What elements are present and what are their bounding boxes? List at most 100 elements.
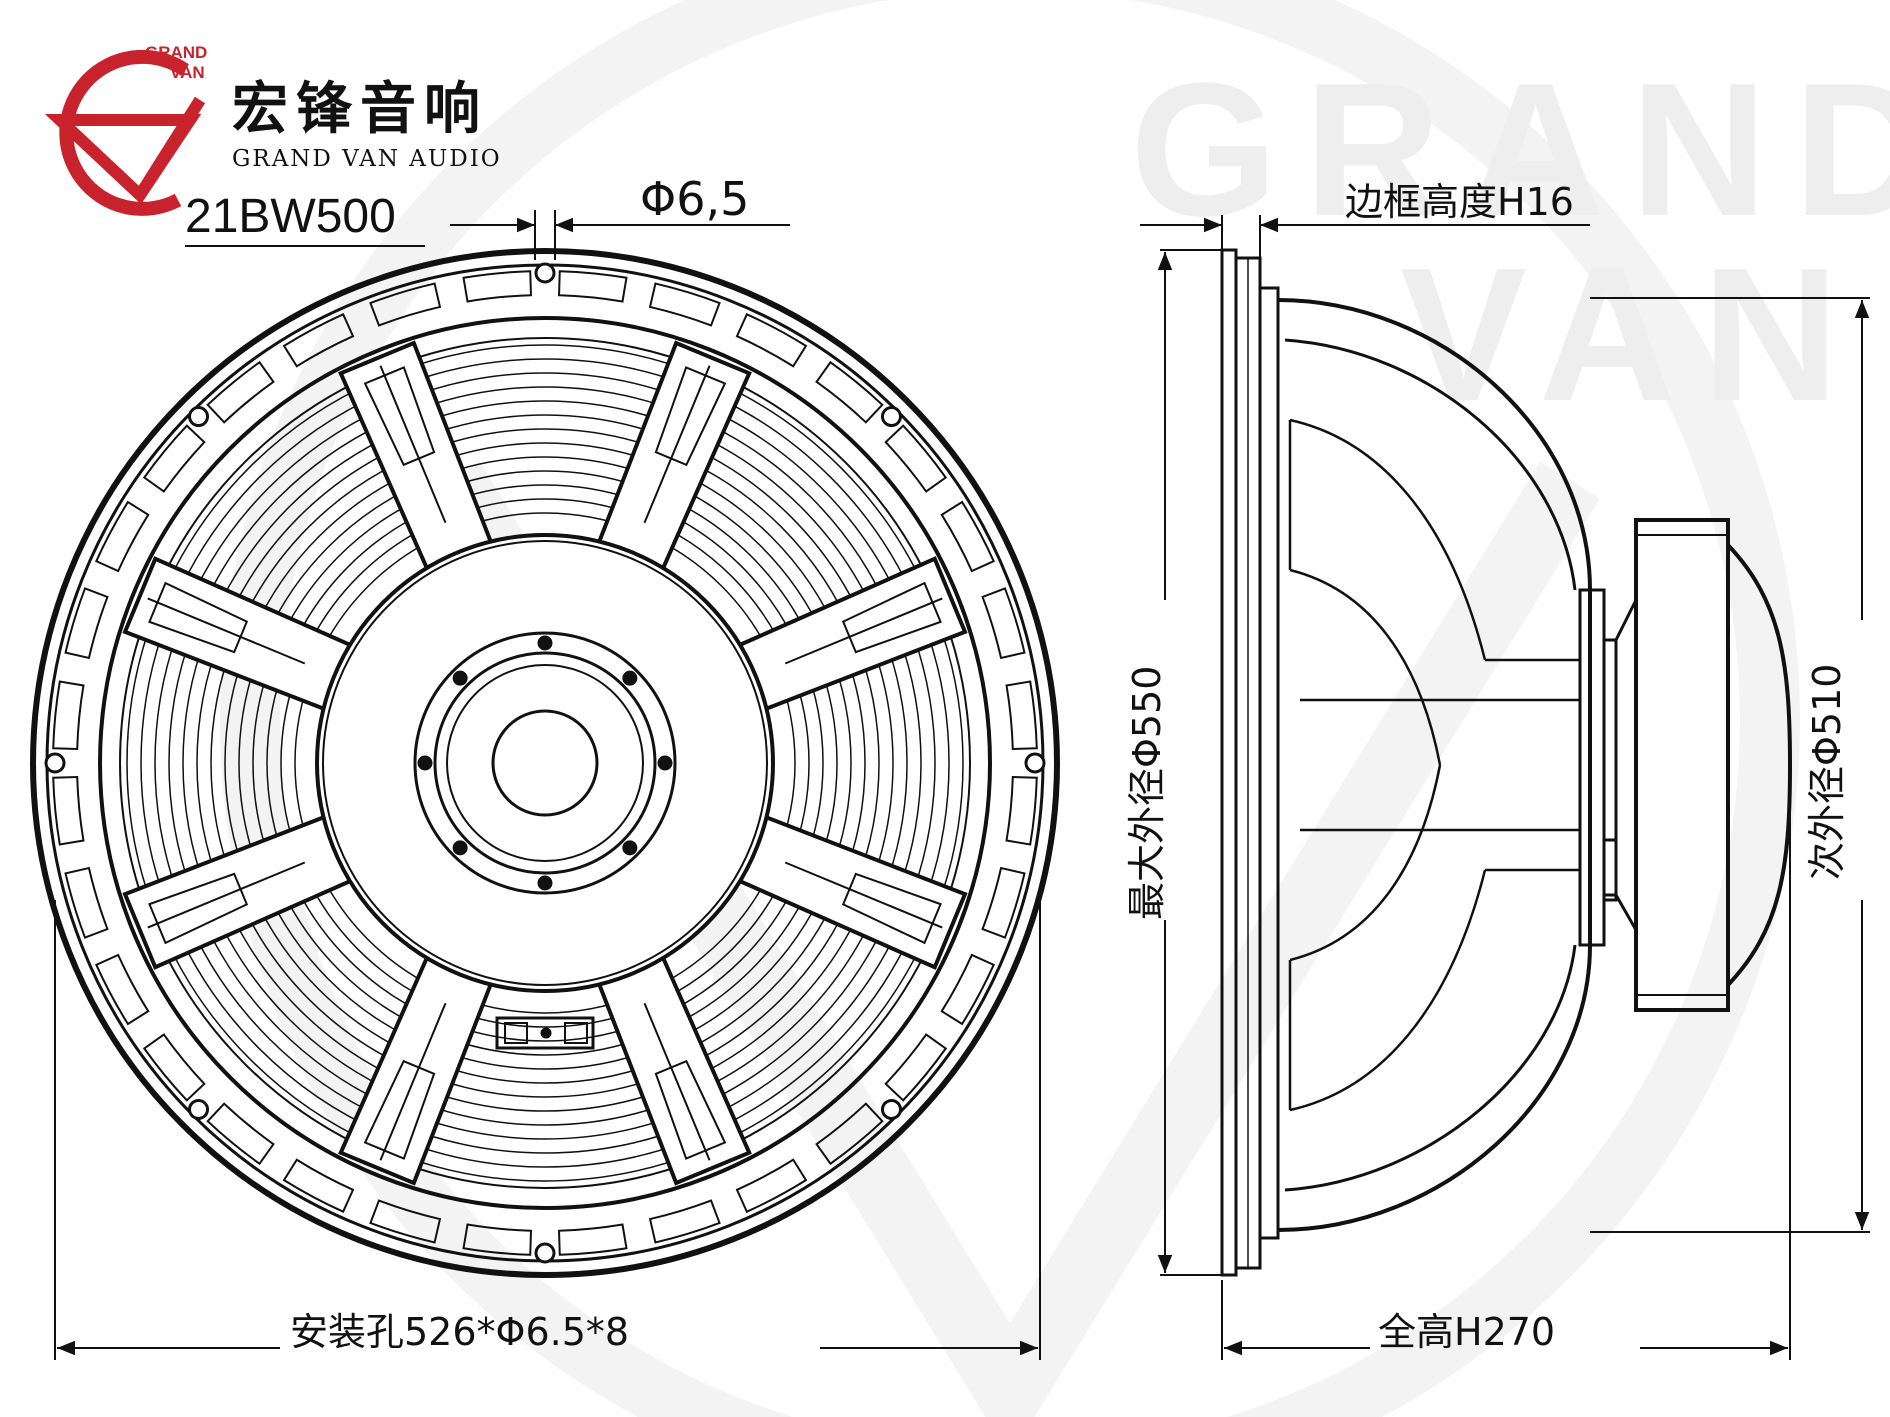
rim-slot bbox=[52, 776, 85, 846]
mount-hole bbox=[1024, 752, 1046, 774]
rib-ring bbox=[126, 344, 964, 1182]
frame-height-dimension: 边框高度H16 bbox=[1140, 180, 1590, 258]
brand-logo: GRAND VAN bbox=[44, 43, 207, 216]
brand-name-en: GRAND VAN AUDIO bbox=[232, 146, 502, 172]
spoke-ridge bbox=[643, 365, 711, 524]
rim-slot bbox=[64, 587, 109, 660]
spoke-ridge bbox=[643, 1002, 711, 1161]
rim-slot bbox=[1005, 776, 1038, 846]
rim-slot bbox=[558, 270, 628, 303]
spoke bbox=[592, 340, 752, 583]
brand-name-cn: 宏锋音响 bbox=[232, 77, 488, 142]
rim-slot bbox=[735, 312, 808, 368]
rim-slot bbox=[981, 587, 1026, 660]
bolt bbox=[537, 635, 553, 651]
spoke-window bbox=[148, 872, 249, 945]
secondary-dia-label: 次外径Φ510 bbox=[1805, 664, 1849, 880]
spoke-ridge bbox=[379, 1002, 447, 1161]
rim-slot bbox=[64, 866, 109, 939]
rim-slot bbox=[282, 1158, 355, 1214]
mount-hole bbox=[880, 1098, 902, 1120]
side-rib bbox=[1289, 764, 1442, 962]
mounting-label: 安装孔526*Φ6.5*8 bbox=[290, 1310, 629, 1354]
logo-word-van: VAN bbox=[170, 63, 205, 82]
rim-slot bbox=[940, 953, 996, 1026]
rim-slot bbox=[815, 1102, 884, 1166]
rim-slot bbox=[735, 1158, 808, 1214]
rim-slot bbox=[206, 360, 275, 424]
model-number: 21BW500 bbox=[185, 190, 396, 243]
basket-ribs bbox=[126, 344, 964, 1182]
mount-hole bbox=[534, 1242, 556, 1264]
magnet-bolts bbox=[417, 635, 673, 891]
basket-side-ribs bbox=[1288, 418, 1580, 1112]
side-view bbox=[1220, 248, 1793, 1277]
mount-hole bbox=[44, 752, 66, 774]
front-view bbox=[30, 248, 1060, 1278]
hole-dia-label: Φ6,5 bbox=[640, 172, 749, 226]
bolt bbox=[537, 875, 553, 891]
side-rib bbox=[1289, 418, 1487, 661]
total-height-label: 全高H270 bbox=[1378, 1310, 1555, 1354]
spoke-ridge bbox=[784, 861, 943, 929]
rim-slot bbox=[648, 282, 721, 327]
spoke-window bbox=[841, 581, 942, 654]
watermark-word-1: GRAND bbox=[1130, 44, 1890, 256]
side-rib bbox=[1289, 869, 1487, 1112]
mount-hole bbox=[188, 406, 210, 428]
rim-slot bbox=[369, 1199, 442, 1244]
rim-slot bbox=[648, 1199, 721, 1244]
total-height-dimension: 全高H270 bbox=[1221, 770, 1791, 1360]
rim-slot bbox=[884, 1033, 948, 1102]
spoke-window bbox=[841, 872, 942, 945]
rib-ring bbox=[224, 442, 866, 1084]
rib-ring bbox=[210, 428, 880, 1098]
rib-ring bbox=[196, 414, 894, 1112]
bolt bbox=[452, 670, 468, 686]
rim-slot bbox=[142, 1033, 206, 1102]
mount-holes bbox=[44, 262, 1046, 1264]
rim-slots bbox=[52, 270, 1038, 1256]
rim-slot bbox=[206, 1102, 275, 1166]
rib-ring bbox=[294, 512, 796, 1014]
mount-hole bbox=[188, 1098, 210, 1120]
rim-slot bbox=[52, 680, 85, 750]
bolt bbox=[657, 755, 673, 771]
rim-slot bbox=[884, 424, 948, 493]
spoke bbox=[338, 340, 498, 583]
mounting-dimension: 安装孔526*Φ6.5*8 bbox=[54, 900, 1041, 1360]
max-dia-dimension: 最大外径Φ550 bbox=[1125, 249, 1225, 1276]
secondary-dia-dimension: 次外径Φ510 bbox=[1590, 297, 1870, 1233]
rim-slot bbox=[369, 282, 442, 327]
spoke bbox=[725, 556, 968, 716]
spoke-window bbox=[363, 1059, 436, 1160]
spoke-ridge bbox=[147, 861, 306, 929]
rim-slot bbox=[558, 1223, 628, 1256]
rim-slot bbox=[142, 424, 206, 493]
rib-ring bbox=[238, 456, 852, 1070]
spoke-window bbox=[654, 1059, 727, 1160]
rim-slot bbox=[940, 500, 996, 573]
side-rib bbox=[1289, 568, 1442, 766]
rim-slot bbox=[282, 312, 355, 368]
mount-hole bbox=[880, 406, 902, 428]
logo-word-grand: GRAND bbox=[145, 43, 207, 62]
rim-slot bbox=[94, 953, 150, 1026]
spoke-window bbox=[148, 581, 249, 654]
spoke-window bbox=[654, 366, 727, 467]
spoke-ridge bbox=[784, 597, 943, 665]
rib-ring bbox=[280, 498, 810, 1028]
spoke-ridge bbox=[147, 597, 306, 665]
bolt bbox=[622, 670, 638, 686]
bolt bbox=[452, 840, 468, 856]
rim-slot bbox=[462, 270, 532, 303]
rim-slot bbox=[462, 1223, 532, 1256]
watermark-word-2: VAN bbox=[1400, 229, 1865, 441]
rib-ring bbox=[252, 470, 838, 1056]
frame-height-label: 边框高度H16 bbox=[1345, 180, 1574, 224]
rim-slot bbox=[94, 500, 150, 573]
max-dia-label: 最大外径Φ550 bbox=[1125, 666, 1169, 920]
rim-slot bbox=[981, 866, 1026, 939]
spoke-ridge bbox=[379, 365, 447, 524]
